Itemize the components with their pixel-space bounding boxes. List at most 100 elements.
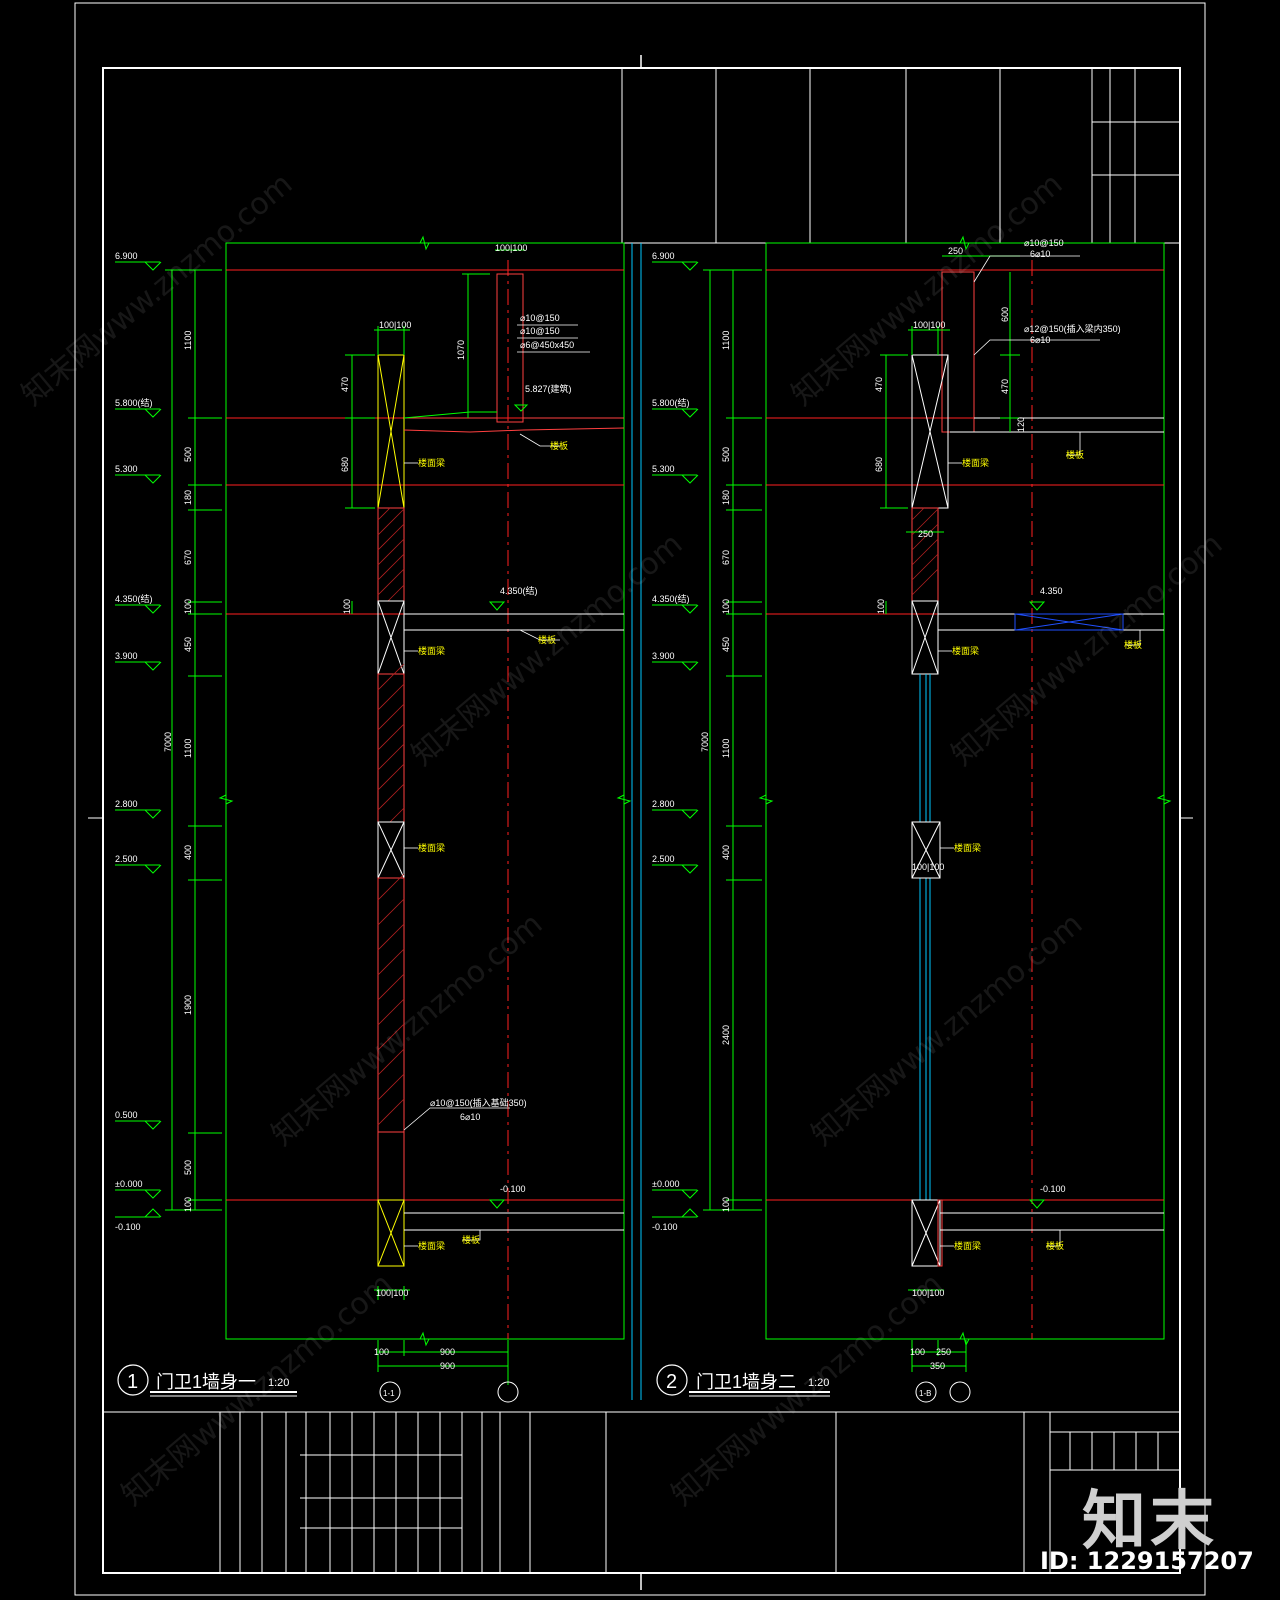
dim-text: 900 xyxy=(440,1361,455,1371)
elevation-label: 5.800(结) xyxy=(652,397,690,408)
elevation-note: -0.100 xyxy=(500,1184,526,1194)
rebar-note: ⌀10@150 xyxy=(1024,238,1064,248)
dim-text: 450 xyxy=(721,637,731,652)
dim-text: 100|100 xyxy=(913,320,945,330)
lintel-note: 楼面梁 xyxy=(954,1240,981,1251)
elevation-label: 2.500 xyxy=(115,854,138,864)
dim-text: 100|100 xyxy=(912,1288,944,1298)
rebar-note: ⌀10@150 xyxy=(520,313,560,323)
dim-text: 1100 xyxy=(721,331,731,350)
znzmo-logo: 知末 xyxy=(1082,1485,1218,1559)
elevation-label: ±0.000 xyxy=(652,1179,679,1189)
elevation-label: 5.300 xyxy=(652,464,675,474)
dim-text: 400 xyxy=(721,845,731,860)
detail-scale: 1:20 xyxy=(808,1377,829,1389)
elevation-label: 2.500 xyxy=(652,854,675,864)
dim-text: 1100 xyxy=(721,739,731,758)
rebar-note: ⌀6@450x450 xyxy=(520,340,574,350)
detail-number: 1 xyxy=(127,1371,138,1393)
slab-note: 楼板 xyxy=(1046,1240,1064,1251)
dim-text: 100 xyxy=(183,1197,193,1212)
lintel-note: 楼面梁 xyxy=(418,645,445,656)
elevation-label: 4.350(结) xyxy=(115,593,153,604)
rebar-note: 6⌀10 xyxy=(1030,249,1050,259)
sheet-border xyxy=(74,2,1206,1596)
detail-title: 门卫1墙身二 xyxy=(696,1372,796,1392)
dim-text: 470 xyxy=(1000,379,1010,394)
bottom-title-block xyxy=(103,1411,1180,1573)
dim-text: 1100 xyxy=(183,331,193,350)
slab-note: 楼板 xyxy=(1066,449,1084,460)
elevation-label: 2.800 xyxy=(115,799,138,809)
elevation-note: 4.350 xyxy=(1040,586,1063,596)
dim-text: 100 xyxy=(721,1197,731,1212)
dim-text: 500 xyxy=(183,447,193,462)
detail-1-wall-section xyxy=(115,235,632,1403)
slab-note: 楼板 xyxy=(462,1234,480,1245)
rebar-note: ⌀10@150(插入基础350) xyxy=(430,1097,527,1108)
detail-1-labels: 6.900 5.800(结) 5.300 4.350(结) 3.900 2.80… xyxy=(115,243,574,1398)
dim-text: 100|100 xyxy=(912,862,944,872)
dim-text: 100|100 xyxy=(495,243,527,253)
dim-text: 900 xyxy=(440,1347,455,1357)
detail-2-title: 2 门卫1墙身二 1:20 xyxy=(666,1371,829,1393)
elevation-note: 5.827(建筑) xyxy=(525,383,572,394)
detail-number: 2 xyxy=(666,1371,677,1393)
total-height-dim: 7000 xyxy=(163,732,173,752)
dim-text: 350 xyxy=(930,1361,945,1371)
lintel-note: 楼面梁 xyxy=(418,457,445,468)
dim-text: 100 xyxy=(342,599,352,614)
elevation-label: -0.100 xyxy=(652,1222,678,1232)
dim-text: 180 xyxy=(721,490,731,505)
dim-text: 1100 xyxy=(183,739,193,758)
detail-2-labels: 6.900 5.800(结) 5.300 4.350(结) 3.900 2.80… xyxy=(652,238,1142,1398)
elevation-label: 5.300 xyxy=(115,464,138,474)
detail-1-title: 1 门卫1墙身一 1:20 xyxy=(127,1371,289,1393)
elevation-note: 4.350(结) xyxy=(500,585,538,596)
dim-text: 680 xyxy=(340,457,350,472)
elevation-label: 2.800 xyxy=(652,799,675,809)
dim-text: 680 xyxy=(874,457,884,472)
dim-text: 500 xyxy=(183,1160,193,1175)
dim-text: 600 xyxy=(1000,307,1010,322)
dim-text: 1900 xyxy=(183,995,193,1015)
elevation-label: 5.800(结) xyxy=(115,397,153,408)
dim-text: 250 xyxy=(918,529,933,539)
dim-text: 100 xyxy=(910,1347,925,1357)
grid-label: 1-B xyxy=(919,1389,931,1398)
dim-text: 470 xyxy=(874,377,884,392)
dim-text: 180 xyxy=(183,490,193,505)
slab-note: 楼板 xyxy=(550,440,568,451)
lintel-note: 楼面梁 xyxy=(952,645,979,656)
rebar-note: ⌀10@150 xyxy=(520,326,560,336)
dim-text: 670 xyxy=(183,550,193,565)
dim-text: 100 xyxy=(876,599,886,614)
rebar-note: 6⌀10 xyxy=(1030,335,1050,345)
grid-label: 1-1 xyxy=(383,1389,395,1398)
elevation-label: -0.100 xyxy=(115,1222,141,1232)
elevation-label: 3.900 xyxy=(115,651,138,661)
lintel-note: 楼面梁 xyxy=(418,1240,445,1251)
dim-text: 100 xyxy=(374,1347,389,1357)
dim-text: 2400 xyxy=(721,1025,731,1045)
dim-text: 250 xyxy=(948,246,963,256)
rebar-note: 6⌀10 xyxy=(460,1112,480,1122)
dim-text: 120 xyxy=(1016,417,1026,432)
elevation-label: ±0.000 xyxy=(115,1179,142,1189)
elevation-label: 6.900 xyxy=(652,251,675,261)
slab-note: 楼板 xyxy=(1124,639,1142,650)
elevation-label: 6.900 xyxy=(115,251,138,261)
detail-2-wall-section xyxy=(631,235,1172,1403)
dim-text: 100 xyxy=(183,599,193,614)
dim-text: 500 xyxy=(721,447,731,462)
dim-text: 100 xyxy=(721,599,731,614)
dim-text: 670 xyxy=(721,550,731,565)
dim-text: 100|100 xyxy=(379,320,411,330)
dim-text: 400 xyxy=(183,845,193,860)
elevation-label: 0.500 xyxy=(115,1110,138,1120)
lintel-note: 楼面梁 xyxy=(954,842,981,853)
dim-text: 250 xyxy=(936,1347,951,1357)
slab-note: 楼板 xyxy=(538,634,556,645)
dim-text: 450 xyxy=(183,637,193,652)
